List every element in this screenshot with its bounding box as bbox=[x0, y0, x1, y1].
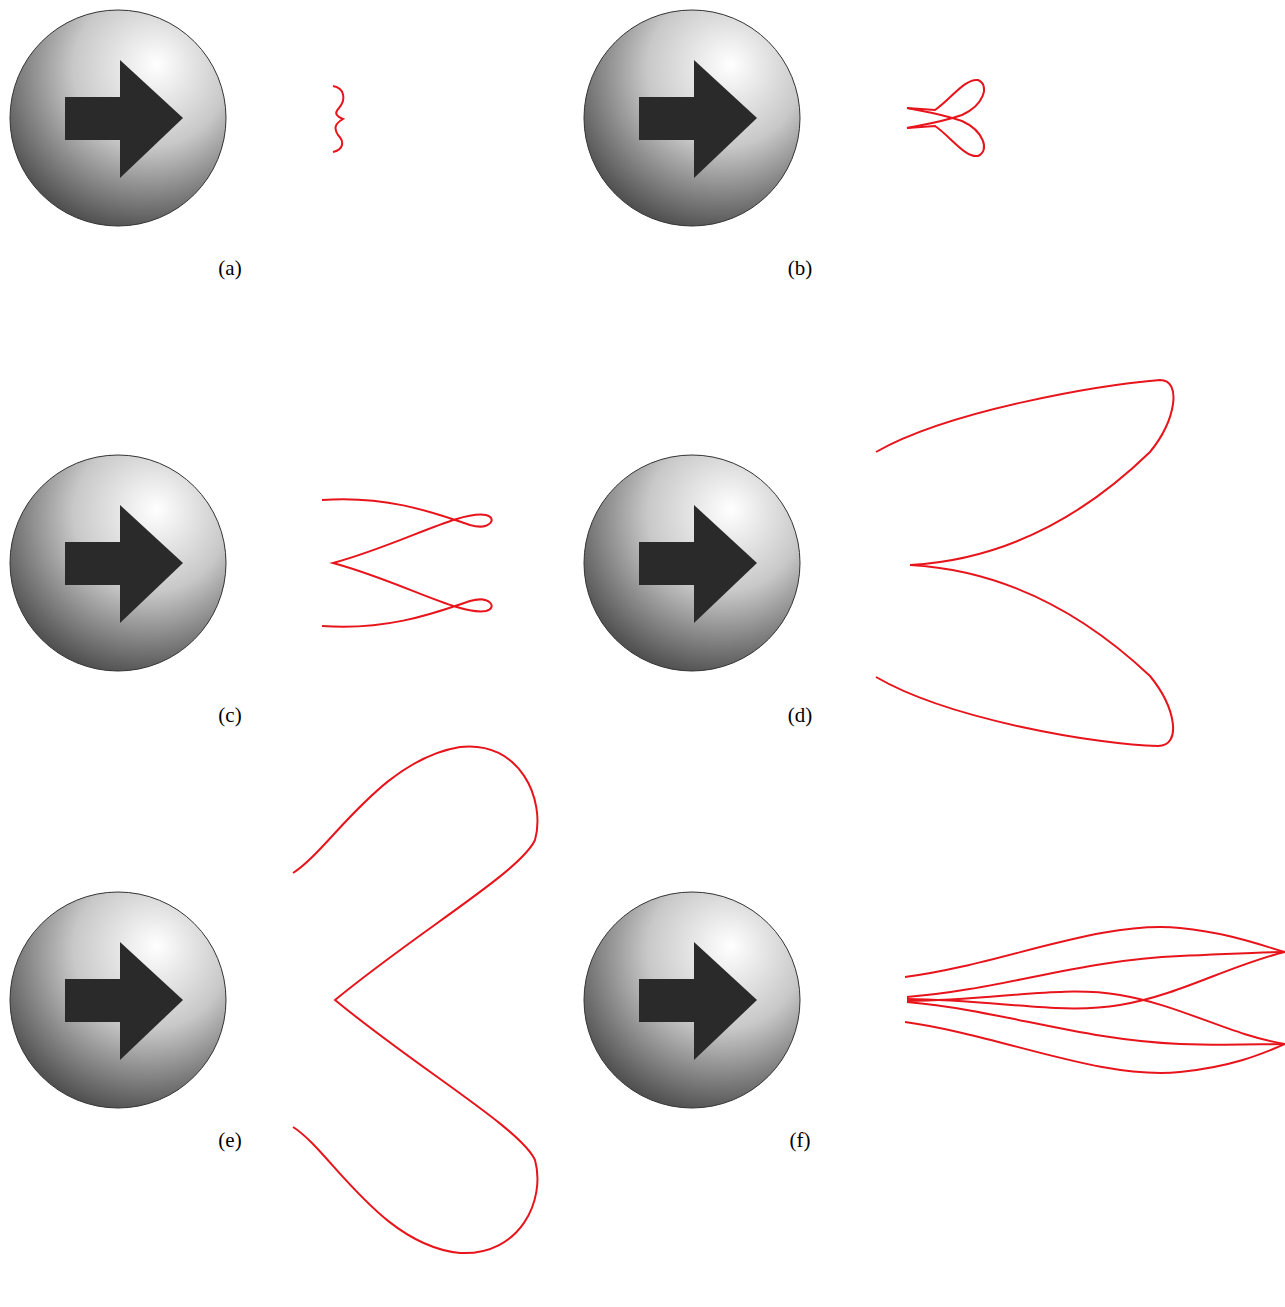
panel-label: (e) bbox=[218, 1128, 241, 1153]
panel-label: (b) bbox=[788, 256, 813, 281]
sphere bbox=[584, 10, 800, 226]
panel-label: (c) bbox=[218, 703, 241, 728]
panel-label: (d) bbox=[788, 703, 813, 728]
trajectory bbox=[293, 80, 1285, 1253]
panel-label: (f) bbox=[790, 1128, 811, 1153]
sphere bbox=[10, 10, 226, 226]
sphere bbox=[10, 455, 226, 671]
sphere bbox=[584, 455, 800, 671]
panel-label: (a) bbox=[218, 256, 241, 281]
sphere bbox=[584, 892, 800, 1108]
sphere bbox=[10, 892, 226, 1108]
